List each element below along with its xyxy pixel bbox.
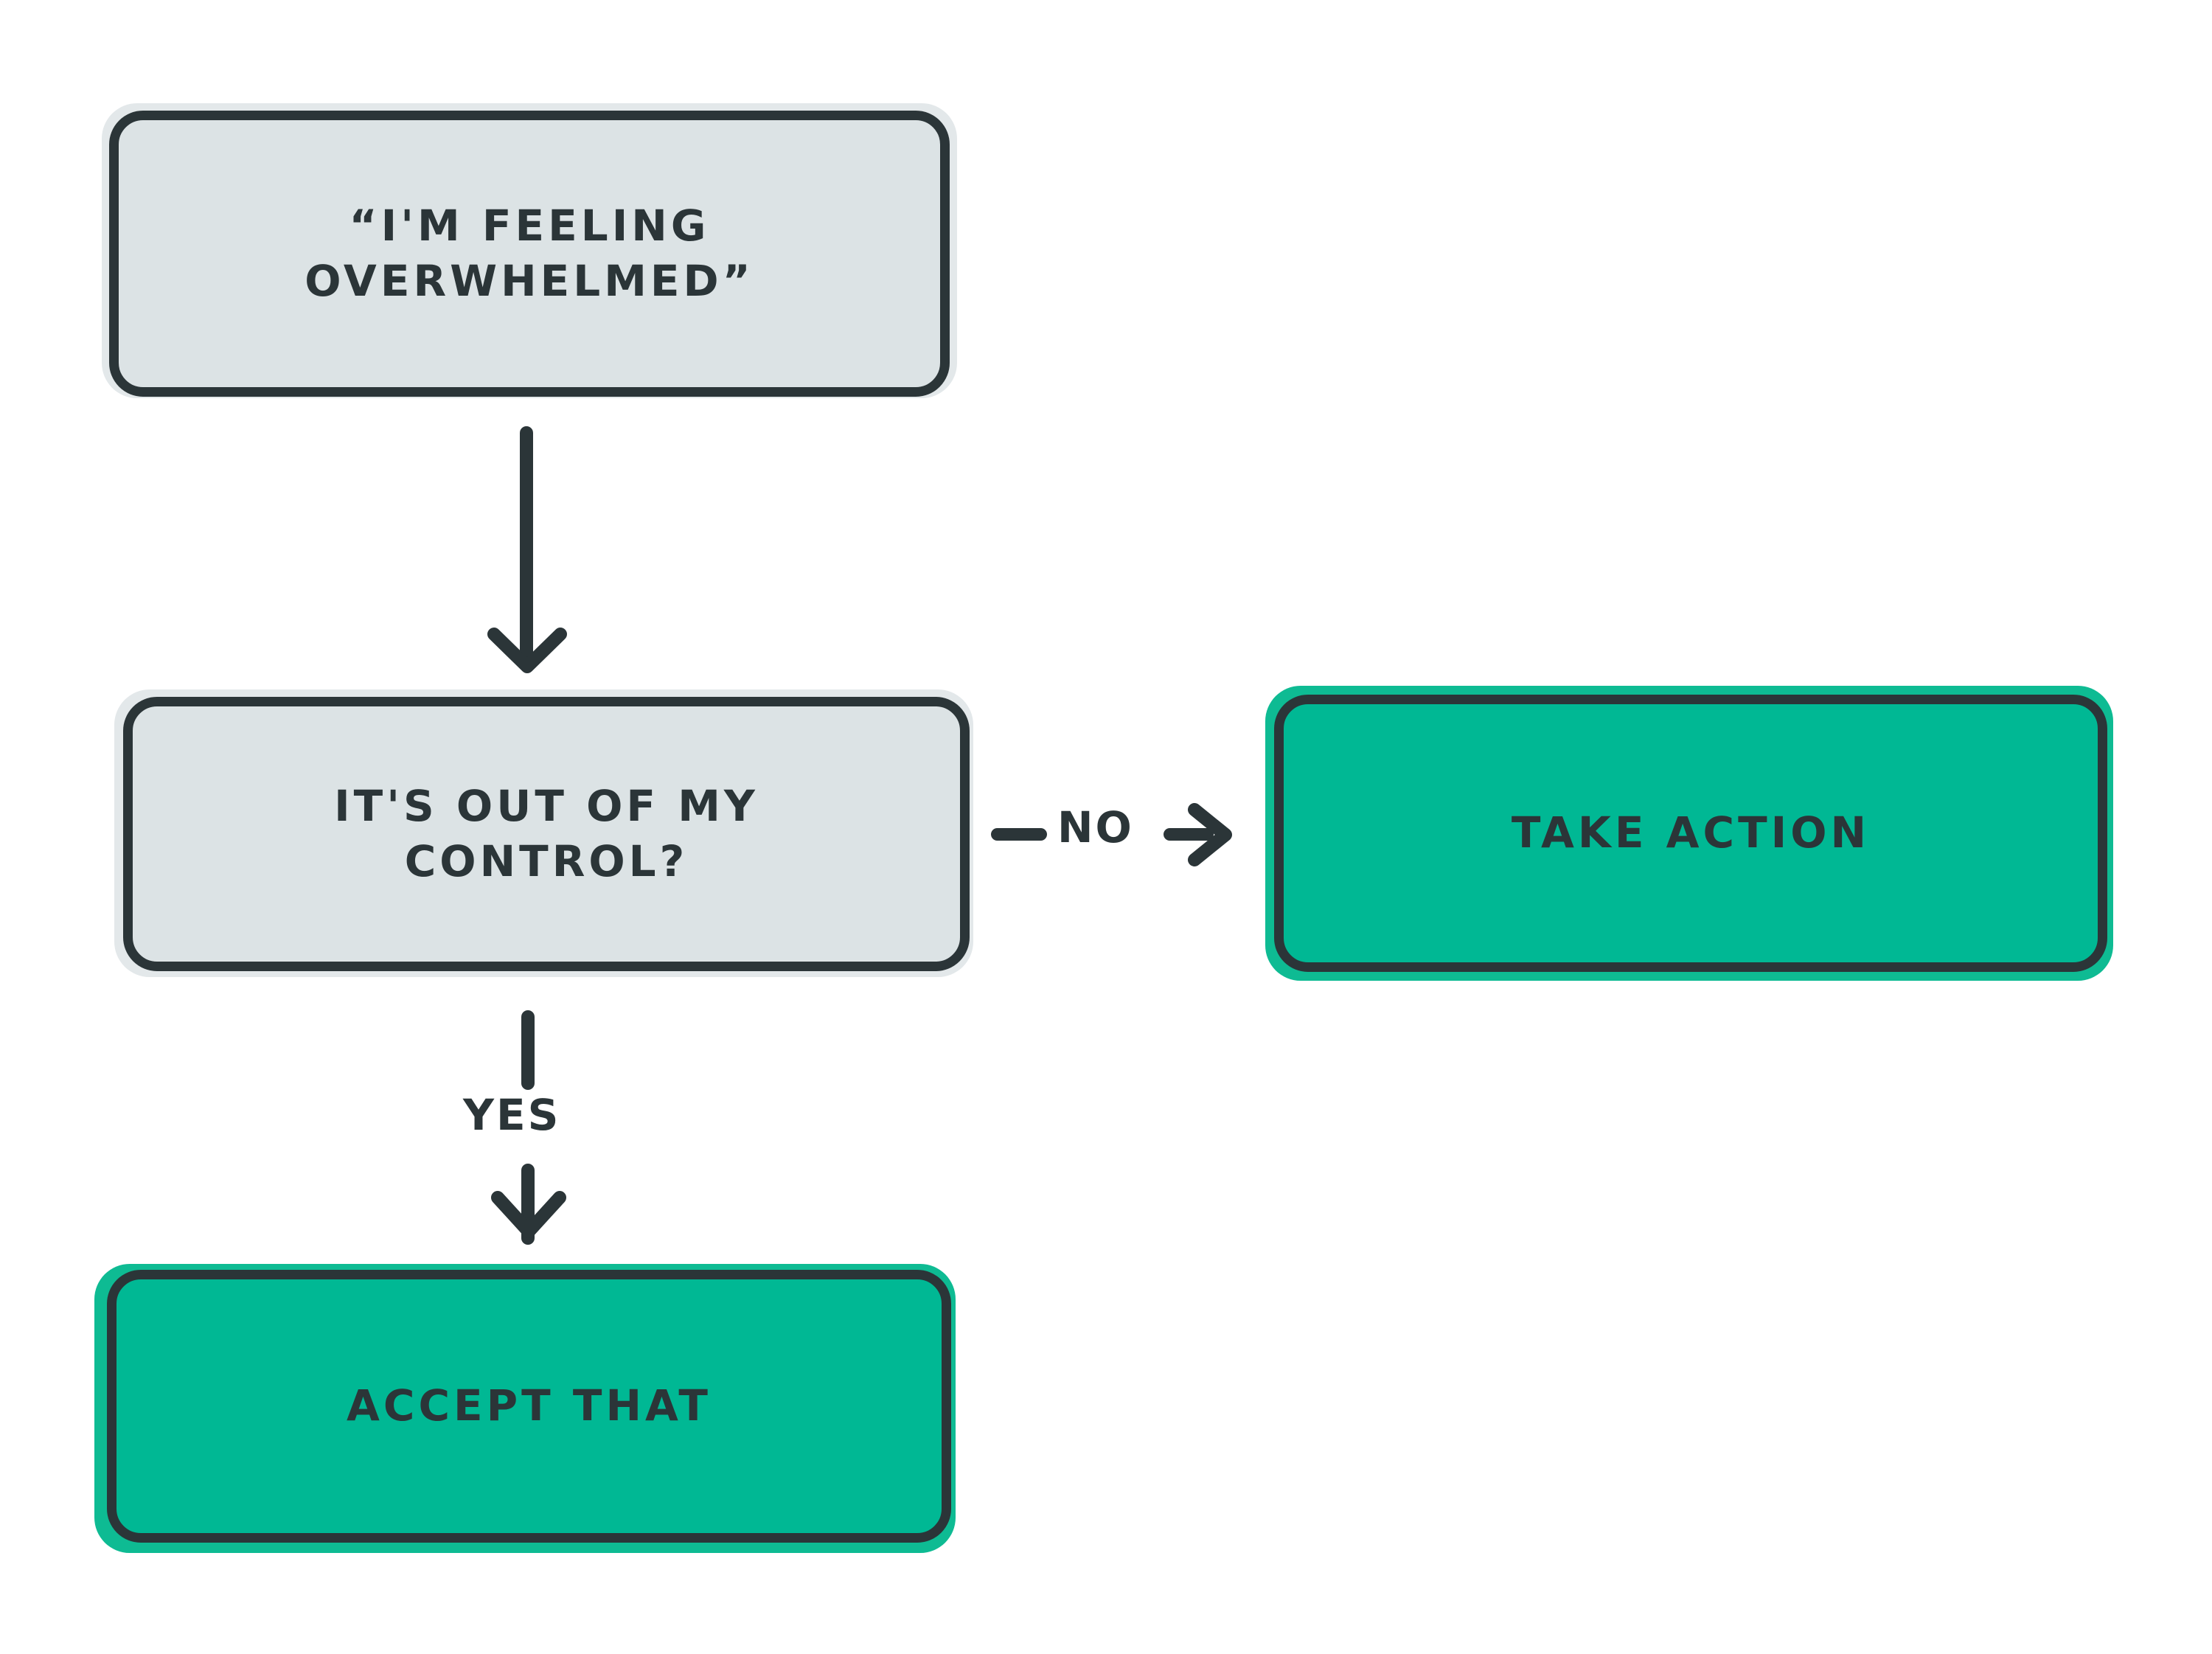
node-feeling-overwhelmed-label: “I'M FEELING OVERWHELMED” xyxy=(305,200,754,306)
edge-feeling-to-decision-line xyxy=(520,426,533,661)
edge-no-line xyxy=(1164,828,1214,841)
arrow-down-icon-yes xyxy=(489,1186,568,1246)
edge-no-dash xyxy=(991,828,1047,841)
node-take-action-label: TAKE ACTION xyxy=(1511,807,1871,858)
node-its-out-of-my-control[interactable]: IT'S OUT OF MY CONTROL? xyxy=(123,697,970,971)
node-feeling-overwhelmed[interactable]: “I'M FEELING OVERWHELMED” xyxy=(109,111,950,397)
node-accept-that[interactable]: ACCEPT THAT xyxy=(107,1270,951,1543)
node-take-action[interactable]: TAKE ACTION xyxy=(1274,695,2107,972)
edge-label-yes: YES xyxy=(463,1090,561,1140)
edge-yes-line-upper xyxy=(521,1010,535,1090)
arrow-down-icon xyxy=(487,625,568,677)
node-accept-that-label: ACCEPT THAT xyxy=(347,1380,712,1431)
edge-label-no: NO xyxy=(1057,802,1134,852)
arrow-right-icon xyxy=(1184,801,1236,869)
node-its-out-of-my-control-label: IT'S OUT OF MY CONTROL? xyxy=(334,780,759,886)
